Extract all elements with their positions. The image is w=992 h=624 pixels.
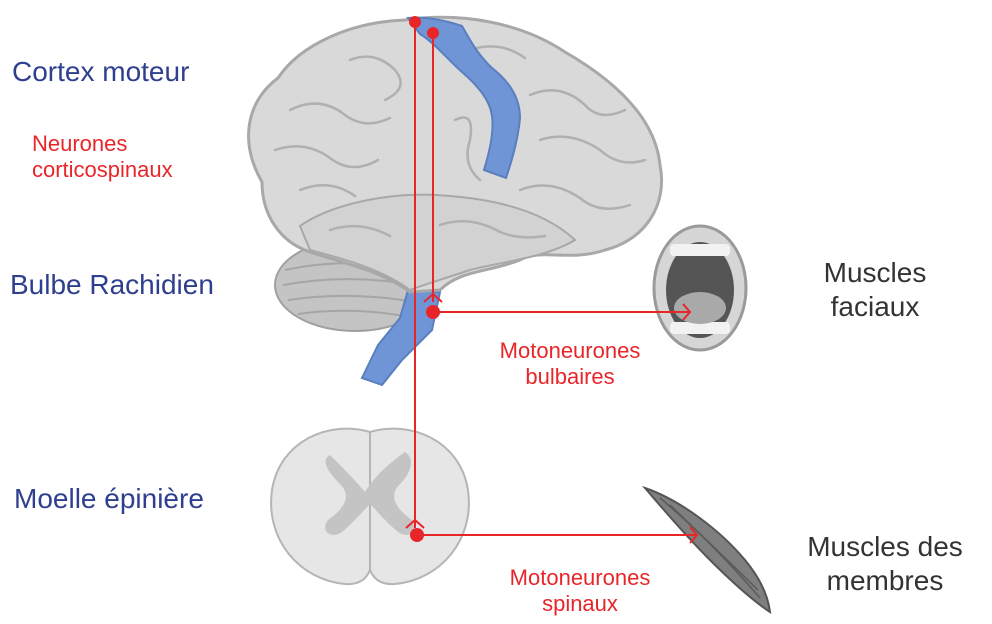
label-cortex-moteur: Cortex moteur — [12, 55, 189, 89]
label-corticospinal-line-1: Neurones — [32, 131, 173, 157]
cortical-neuron-body-2 — [427, 27, 439, 39]
tongue — [674, 292, 726, 324]
label-spinal-line-1: Motoneurones — [480, 565, 680, 591]
label-moelle-epiniere: Moelle épinière — [14, 482, 204, 516]
label-facial-line-1: Muscles — [790, 256, 960, 290]
upper-teeth — [670, 244, 730, 256]
label-spinal-line-2: spinaux — [480, 591, 680, 617]
bulbar-motoneuron-body — [426, 305, 440, 319]
cortical-neuron-body-1 — [409, 16, 421, 28]
brain-illustration — [249, 17, 662, 385]
open-mouth-icon — [654, 226, 746, 350]
label-corticospinal-line-2: corticospinaux — [32, 157, 173, 183]
spinal-cord-cross-section — [271, 429, 469, 585]
label-limb-line-2: membres — [785, 564, 985, 598]
spinal-motoneuron-body — [410, 528, 424, 542]
label-motoneurones-bulbaires: Motoneurones bulbaires — [470, 338, 670, 391]
label-neurones-corticospinaux: Neurones corticospinaux — [32, 131, 173, 184]
label-bulbar-line-2: bulbaires — [470, 364, 670, 390]
label-facial-line-2: faciaux — [790, 290, 960, 324]
label-motoneurones-spinaux: Motoneurones spinaux — [480, 565, 680, 618]
label-muscles-faciaux: Muscles faciaux — [790, 256, 960, 323]
label-muscles-des-membres: Muscles des membres — [785, 530, 985, 597]
label-bulbar-line-1: Motoneurones — [470, 338, 670, 364]
label-bulbe-rachidien: Bulbe Rachidien — [10, 268, 214, 302]
label-limb-line-1: Muscles des — [785, 530, 985, 564]
